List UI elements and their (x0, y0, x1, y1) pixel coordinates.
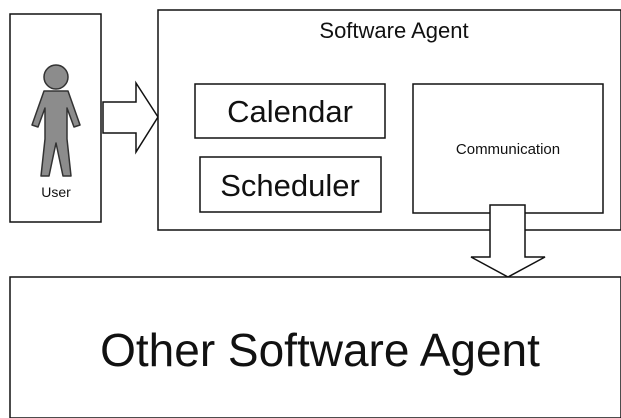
other-software-agent-box (9, 276, 621, 418)
calendar-label: Calendar (227, 94, 353, 129)
user-to-agent-arrow (102, 80, 159, 155)
software-agent-node: Software Agent Calendar Scheduler Commun… (157, 9, 621, 231)
communication-to-other-agent-arrow (470, 204, 546, 278)
scheduler-label: Scheduler (220, 168, 360, 203)
other-software-agent-label: Other Software Agent (100, 324, 540, 376)
user-node: User (9, 13, 102, 223)
other-software-agent-node: Other Software Agent (9, 276, 621, 418)
scheduler-box (199, 156, 382, 213)
calendar-box (194, 83, 386, 139)
user-label: User (41, 184, 71, 200)
software-agent-title: Software Agent (319, 18, 468, 43)
person-icon (31, 64, 81, 177)
communication-label: Communication (456, 141, 560, 158)
